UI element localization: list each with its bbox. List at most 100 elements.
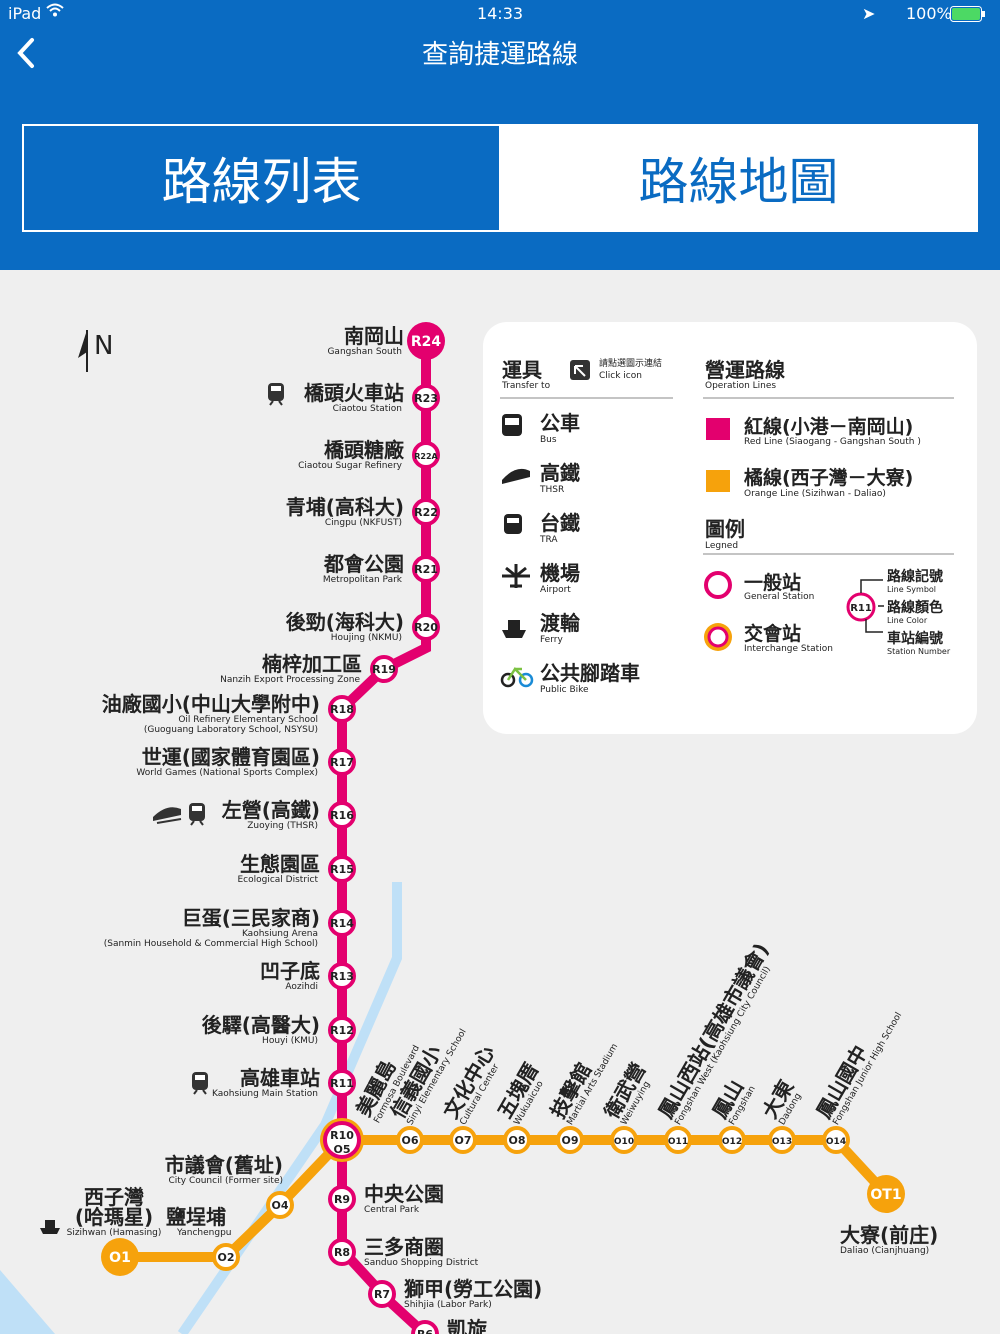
ferry-icon[interactable]: [40, 1220, 60, 1234]
station-code: R11: [330, 1077, 354, 1090]
station-marker: [412, 441, 440, 469]
station-marker: [328, 962, 356, 990]
station-name: 市議會(舊址): [165, 1153, 283, 1177]
station-code: R22: [414, 506, 438, 519]
station-r6[interactable]: R6凱旋Kaisyuan: [411, 1317, 488, 1334]
station-marker: [396, 1126, 424, 1154]
station-name: 高雄車站: [240, 1066, 320, 1090]
transport-name: 台鐵: [540, 511, 580, 535]
line-color-label: 路線顏色: [887, 599, 943, 616]
back-button[interactable]: [12, 36, 52, 76]
train-icon[interactable]: [268, 383, 284, 406]
click-hint: 請點選圖示連結: [599, 357, 662, 369]
interchange-station-formosa[interactable]: R10 O5: [320, 1118, 364, 1162]
location-icon: ➤: [862, 4, 876, 23]
station-code: OT1: [870, 1187, 901, 1203]
station-code: O10: [614, 1137, 634, 1147]
legend-pointer-lines: [860, 579, 884, 633]
ferry-icon[interactable]: [502, 620, 526, 638]
bus-icon[interactable]: [502, 414, 522, 436]
station-name-en: Houjing (NKMU): [331, 633, 402, 643]
hsr-icon[interactable]: [502, 468, 530, 484]
orange-line-name-en: Orange Line (Sizihwan - Daliao): [744, 489, 886, 499]
transport-name-en: Bus: [540, 435, 557, 445]
station-marker: [328, 748, 356, 776]
hsr-icon[interactable]: [153, 807, 182, 824]
station-marker: [610, 1126, 638, 1154]
station-name-en: World Games (National Sports Complex): [136, 768, 318, 778]
station-code: R14: [330, 917, 354, 930]
station-code: R16: [330, 809, 354, 822]
terminal-marker: [101, 1238, 139, 1276]
click-hint-en: Click icon: [599, 371, 642, 381]
app-header: iPad 14:33 ➤ 100% 查詢捷運路線 路線列表 路線地圖: [0, 0, 1000, 270]
station-name: 油廠國小(中山大學附中): [102, 692, 320, 716]
station-name-en: Kaohsiung Arena: [242, 929, 318, 939]
station-code: O13: [772, 1137, 792, 1147]
bike-icon[interactable]: [500, 667, 534, 688]
general-station-label: 一般站: [744, 571, 801, 594]
lines-title: 營運路線: [705, 358, 785, 382]
orange-line-swatch: [706, 470, 730, 492]
station-marker: [328, 801, 356, 829]
tab-route-map[interactable]: 路線地圖: [501, 126, 976, 230]
station-name-2: (哈瑪星): [75, 1205, 153, 1229]
station-marker: [328, 1238, 356, 1266]
airplane-icon[interactable]: [502, 564, 530, 588]
north-arrow: N: [78, 330, 113, 372]
train-icon[interactable]: [192, 1072, 208, 1095]
station-name-en-2: (Guoguang Laboratory School, NSYSU): [144, 725, 318, 735]
station-name-en: Central Park: [364, 1205, 420, 1215]
station-name: 南岡山: [344, 324, 404, 348]
station-code: R19: [372, 663, 396, 676]
train-icon[interactable]: [189, 803, 205, 826]
transport-name-en: Airport: [540, 585, 571, 595]
transport-title-en: Transfer to: [501, 381, 551, 391]
station-marker: [328, 695, 356, 723]
train-icon[interactable]: [504, 514, 522, 534]
station-name: 獅甲(勞工公園): [404, 1277, 542, 1301]
terminal-marker: [867, 1175, 905, 1213]
station-name: 青埔(高科大): [286, 495, 404, 519]
station-marker: [412, 613, 440, 641]
station-name: 後驛(高醫大): [202, 1013, 320, 1037]
lines-title-en: Operation Lines: [705, 381, 776, 391]
station-code: R6: [417, 1328, 433, 1334]
tab-route-list[interactable]: 路線列表: [24, 126, 501, 230]
terminal-marker: [407, 322, 445, 360]
station-name: 三多商圈: [364, 1235, 444, 1259]
